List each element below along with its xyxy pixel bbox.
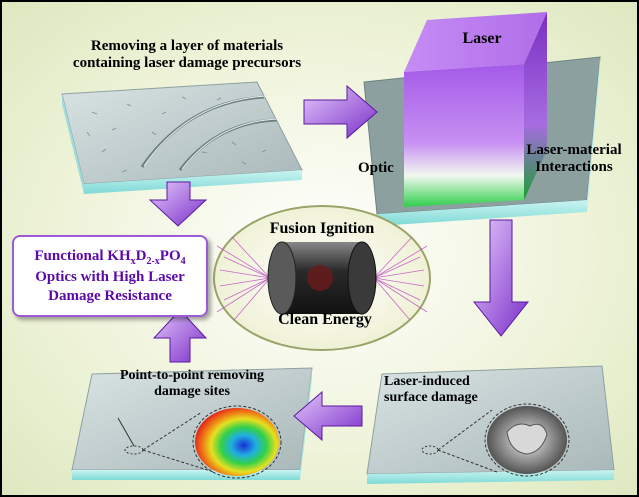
label-fusion-ignition: Fusion Ignition [269,220,375,237]
arrow-right-top [303,84,378,140]
arrow-down-left [148,181,208,227]
laser-rays [216,236,428,321]
label-laser: Laser [462,30,502,47]
arrow-left-bottom [293,390,363,442]
label-point-to-point: Point-to-point removing damage sites [119,368,264,400]
arrow-up-left [152,309,208,363]
arrow-down-right [472,219,530,337]
slab-top-left [61,81,303,194]
hohlraum [267,241,377,315]
fusion-ellipse [213,205,431,351]
label-removing-layer: Removing a layer of materials containing… [72,38,302,72]
label-clean-energy: Clean Energy [278,311,372,328]
slab-bottom-left [71,367,313,480]
functional-box-line2: Optics with High Laser [35,269,185,285]
heatmap-repair-site [195,408,279,476]
functional-box-line3: Damage Resistance [48,287,172,304]
label-optic: Optic [358,160,394,176]
functional-optics-box: Functional KHxD2-xPO4 Optics with High L… [12,235,208,317]
label-laser-material-interactions: Laser-material Interactions [526,142,622,176]
laser-beam [404,12,547,207]
functional-box-line1: Functional KHxD2-xPO4 [34,247,186,267]
label-laser-induced-damage: Laser-induced surface damage [384,374,478,406]
slab-bottom-right [366,365,615,484]
